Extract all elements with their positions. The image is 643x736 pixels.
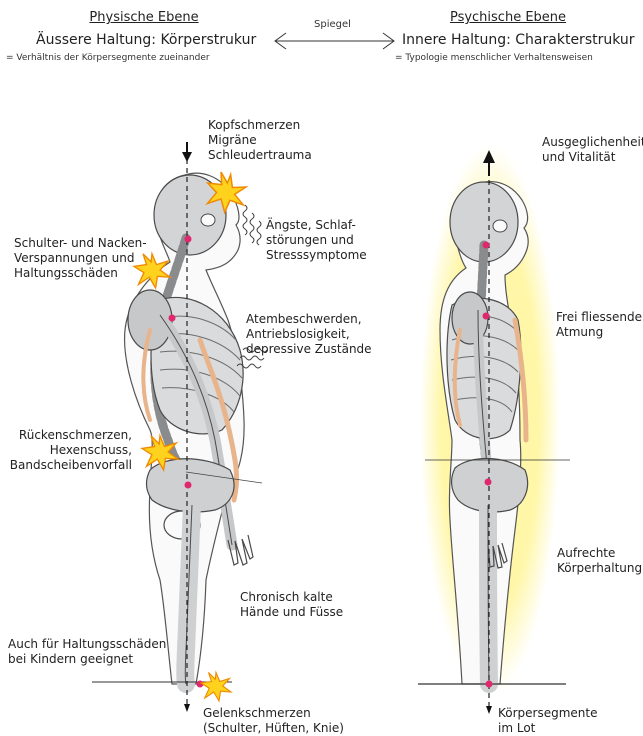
label-anxiety-line3: Stresssymptome (266, 248, 367, 263)
label-upright-posture-line2: Körperhaltung (557, 561, 642, 576)
label-children: Auch für Haltungsschäden bei Kindern gee… (8, 637, 166, 667)
label-anxiety-line1: Ängste, Schlaf- (266, 218, 367, 233)
label-back-pain-line2: Hexenschuss, (4, 443, 132, 458)
knee-pain-star (201, 673, 231, 702)
label-anxiety-line2: störungen und (266, 233, 367, 248)
label-segments-aligned-line2: im Lot (498, 721, 598, 736)
stress-squiggles (243, 205, 261, 245)
label-breathing-problems-line1: Atembeschwerden, (246, 312, 372, 327)
label-free-breathing-line2: Atmung (556, 325, 642, 340)
label-breathing-problems-line2: Antriebslosigkeit, (246, 327, 372, 342)
label-free-breathing: Frei fliessende Atmung (556, 310, 642, 340)
mirror-double-arrow (275, 33, 394, 49)
label-headache-line1: Kopfschmerzen (208, 118, 312, 133)
label-upright-posture-line1: Aufrechte (557, 546, 642, 561)
label-neck-tension: Schulter- und Nacken- Verspannungen und … (14, 236, 147, 281)
label-upright-posture: Aufrechte Körperhaltung (557, 546, 642, 576)
label-back-pain: Rückenschmerzen, Hexenschuss, Bandscheib… (4, 428, 132, 473)
label-cold-extremities: Chronisch kalte Hände und Füsse (240, 590, 343, 620)
label-vitality-line2: und Vitalität (542, 150, 643, 165)
label-breathing-problems-line3: depressive Zustände (246, 342, 372, 357)
label-joint-pain-line2: (Schulter, Hüften, Knie) (203, 721, 344, 736)
label-neck-tension-line3: Haltungsschäden (14, 266, 147, 281)
label-vitality-line1: Ausgeglichenheit (542, 135, 643, 150)
upright-figure (418, 145, 570, 714)
label-headache-line3: Schleudertrauma (208, 148, 312, 163)
slouched-figure (92, 142, 267, 712)
label-neck-tension-line2: Verspannungen und (14, 251, 147, 266)
label-joint-pain-line1: Gelenkschmerzen (203, 706, 344, 721)
label-anxiety: Ängste, Schlaf- störungen und Stresssymp… (266, 218, 367, 263)
label-neck-tension-line1: Schulter- und Nacken- (14, 236, 147, 251)
label-free-breathing-line1: Frei fliessende (556, 310, 642, 325)
label-segments-aligned: Körpersegmente im Lot (498, 706, 598, 736)
label-children-line2: bei Kindern geeignet (8, 652, 166, 667)
label-segments-aligned-line1: Körpersegmente (498, 706, 598, 721)
label-headache-line2: Migräne (208, 133, 312, 148)
label-cold-extremities-line1: Chronisch kalte (240, 590, 343, 605)
label-cold-extremities-line2: Hände und Füsse (240, 605, 343, 620)
label-headache: Kopfschmerzen Migräne Schleudertrauma (208, 118, 312, 163)
label-children-line1: Auch für Haltungsschäden (8, 637, 166, 652)
label-back-pain-line3: Bandscheibenvorfall (4, 458, 132, 473)
label-breathing-problems: Atembeschwerden, Antriebslosigkeit, depr… (246, 312, 372, 357)
label-back-pain-line1: Rückenschmerzen, (4, 428, 132, 443)
label-vitality: Ausgeglichenheit und Vitalität (542, 135, 643, 165)
label-joint-pain: Gelenkschmerzen (Schulter, Hüften, Knie) (203, 706, 344, 736)
